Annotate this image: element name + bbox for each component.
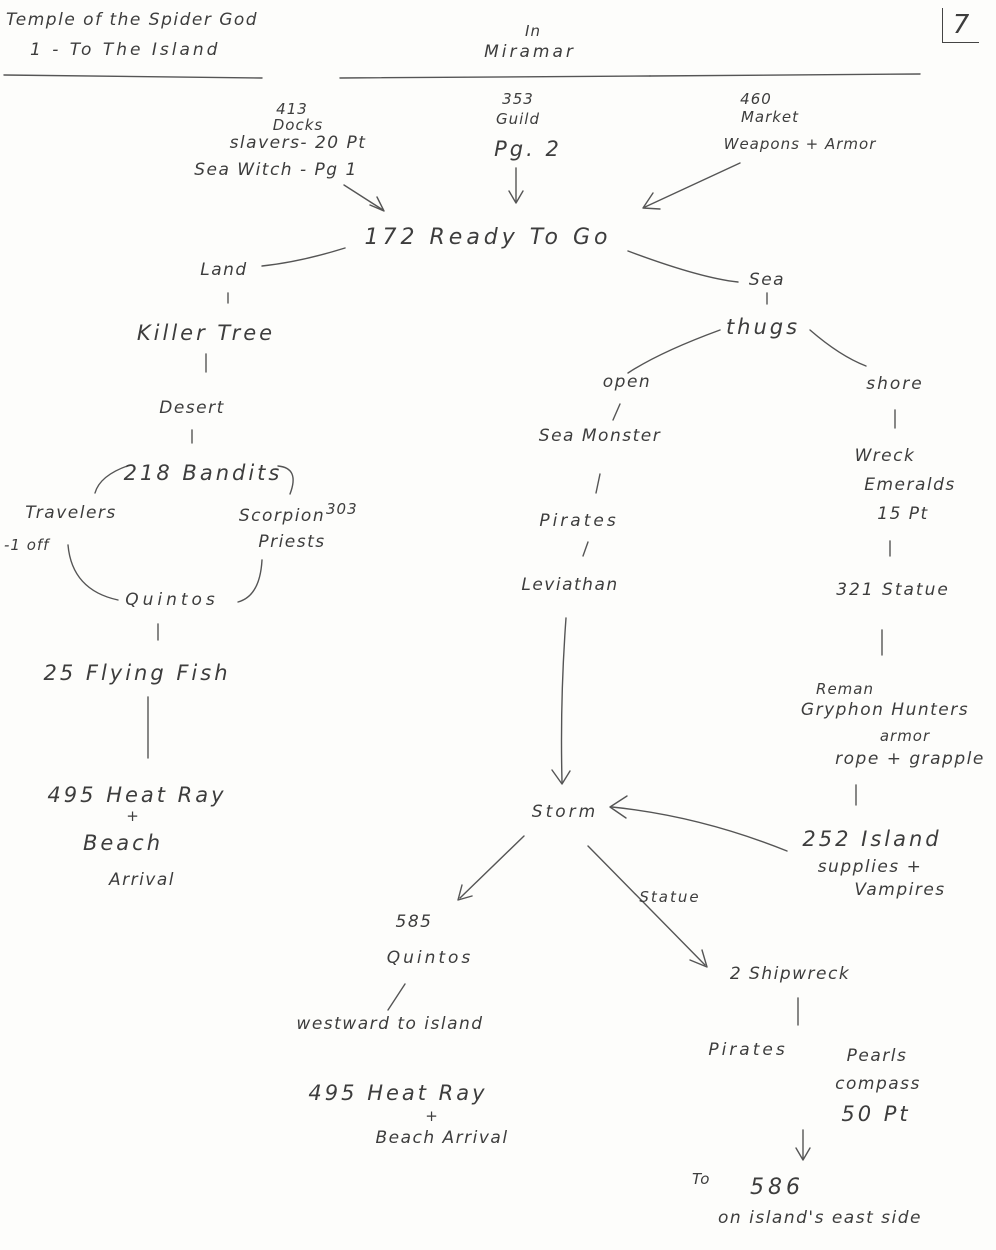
heat-ray-left-beach: Beach	[82, 831, 164, 855]
scorpion-to-quintos	[237, 559, 263, 603]
node-thugs: thugs	[725, 315, 801, 339]
node-quintos-585: Quintos	[386, 948, 474, 968]
thugs-to-shore	[809, 329, 867, 367]
node-desert: Desert	[159, 398, 225, 418]
to-586-prefix: To	[692, 1170, 711, 1188]
node-storm: Storm	[531, 802, 599, 822]
heat-ray-left-arrival: Arrival	[108, 870, 176, 890]
pirates-tick	[582, 541, 589, 557]
heat-ray-left-plus: +	[126, 807, 140, 825]
storm-to-585	[459, 835, 525, 899]
statue-edge-label: Statue	[639, 888, 701, 906]
docks-arrowhead	[369, 196, 385, 212]
travelers-to-quintos	[67, 544, 119, 601]
location-line-1: In	[525, 22, 541, 40]
docks-sea-witch: Sea Witch - Pg 1	[194, 160, 358, 180]
node-open: open	[602, 372, 652, 392]
node-heat-ray-bottom: 495 Heat Ray	[308, 1081, 488, 1105]
node-statue-321: 321 Statue	[836, 580, 950, 600]
location-underline-2	[649, 73, 921, 77]
bandits-left-curve	[94, 464, 131, 494]
heat-ray-bottom-arrival: Beach Arrival	[375, 1128, 509, 1148]
monster-tick	[595, 473, 601, 494]
node-scorpion: Scorpion	[238, 506, 326, 526]
island-arrowhead	[609, 795, 628, 819]
node-leviathan: Leviathan	[521, 575, 619, 595]
market-arrow	[644, 162, 741, 208]
node-sea: Sea	[748, 270, 786, 290]
node-wreck: Wreck	[854, 446, 916, 466]
reman-rope: rope + grapple	[835, 749, 985, 769]
node-heat-ray-left: 495 Heat Ray	[47, 783, 227, 807]
node-pirates-mid: Pirates	[539, 511, 619, 531]
node-585: 585	[395, 912, 433, 932]
title-line-2: 1 - To The Island	[30, 40, 221, 60]
node-travelers: Travelers	[25, 503, 117, 523]
ready-to-land	[261, 247, 346, 267]
travelers-note: -1 off	[4, 536, 50, 554]
market-goods: Weapons + Armor	[723, 135, 877, 153]
node-sea-monster: Sea Monster	[538, 426, 662, 446]
node-priests: Priests	[258, 532, 326, 552]
pearls-arrowhead	[795, 1147, 811, 1161]
quintos585-tick	[387, 983, 406, 1011]
island-to-storm	[611, 806, 788, 852]
reman-armor: armor	[879, 727, 931, 745]
guild-arrowhead	[508, 190, 524, 204]
guild-page: Pg. 2	[494, 137, 562, 161]
storm-585-arrowhead	[457, 884, 473, 901]
node-east-side: on island's east side	[718, 1208, 922, 1228]
market-number: 460	[740, 90, 772, 108]
node-land: Land	[200, 260, 248, 280]
page-number: 7	[942, 8, 979, 43]
docks-number: 413	[276, 100, 308, 118]
wreck-emeralds: Emeralds	[864, 475, 956, 495]
title-line-1: Temple of the Spider God	[6, 10, 259, 30]
node-shore: shore	[866, 374, 924, 394]
docks-arrow	[343, 184, 384, 211]
title-underline	[3, 74, 263, 79]
docks-slavers: slavers- 20 Pt	[229, 133, 367, 153]
market-arrowhead	[642, 192, 661, 210]
scorpion-number: 303	[326, 500, 358, 518]
node-586: 586	[750, 1175, 804, 1200]
bandits-right-curve	[277, 465, 294, 495]
location-line-2: Miramar	[484, 42, 576, 62]
node-quintos-left: Quintos	[125, 590, 219, 610]
island-supplies: supplies +	[817, 857, 923, 877]
leviathan-to-storm	[560, 617, 567, 783]
ready-to-sea	[627, 250, 739, 283]
guild-number: 353	[502, 90, 534, 108]
pearls-compass: compass	[835, 1074, 921, 1094]
pearls-label: Pearls	[846, 1046, 908, 1066]
heat-ray-bottom-plus: +	[425, 1107, 439, 1125]
node-bandits: 218 Bandits	[123, 461, 283, 485]
node-shipwreck: 2 Shipwreck	[729, 964, 851, 984]
node-killer-tree: Killer Tree	[136, 321, 276, 345]
node-westward: westward to island	[296, 1014, 484, 1034]
leviathan-arrowhead	[551, 769, 571, 785]
location-underline	[339, 75, 651, 79]
storm-to-shipwreck	[587, 845, 706, 966]
node-ready-to-go: 172 Ready To Go	[364, 225, 612, 250]
node-pirates-bottom: Pirates	[708, 1040, 788, 1060]
wreck-points: 15 Pt	[877, 504, 929, 524]
node-island-252: 252 Island	[802, 827, 942, 851]
reman-gryphon-hunters: Gryphon Hunters	[800, 700, 970, 720]
market-label: Market	[740, 108, 800, 126]
open-tick	[612, 403, 621, 421]
node-flying-fish: 25 Flying Fish	[43, 661, 231, 685]
pearls-points: 50 Pt	[841, 1102, 911, 1126]
docks-label: Docks	[272, 116, 324, 134]
thugs-to-open	[627, 329, 721, 374]
storm-shipwreck-arrowhead	[689, 949, 708, 968]
island-vampires: Vampires	[854, 880, 946, 900]
guild-label: Guild	[496, 110, 540, 128]
reman-label: Reman	[816, 680, 874, 698]
